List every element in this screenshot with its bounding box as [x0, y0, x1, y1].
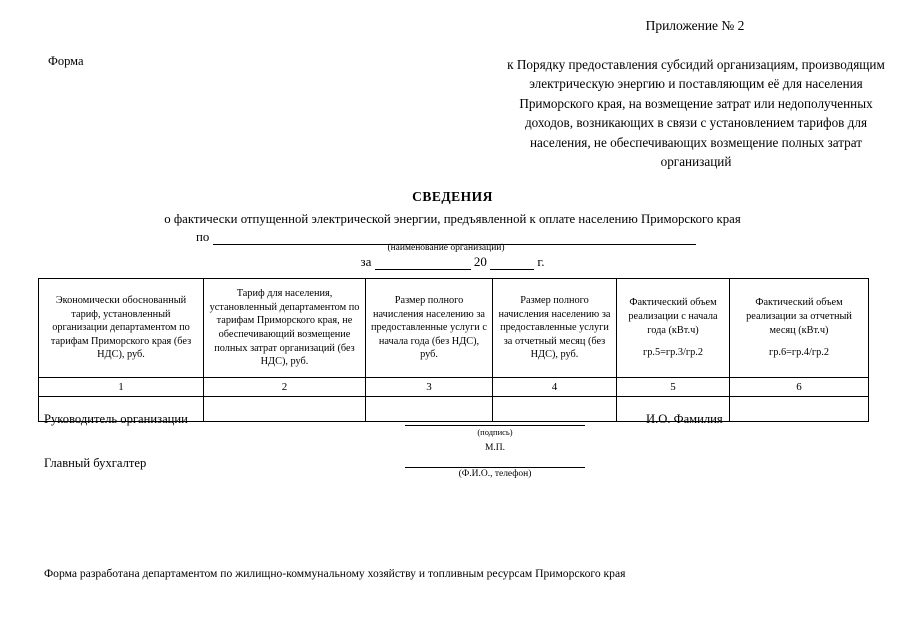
- page-title: СВЕДЕНИЯ: [412, 189, 493, 204]
- period-year-input[interactable]: [490, 256, 535, 270]
- column-number-2: 2: [203, 377, 366, 397]
- table-cell-5[interactable]: [616, 396, 730, 422]
- period-suffix: г.: [537, 254, 545, 269]
- form-label: Форма: [48, 54, 84, 68]
- table-header-cell-5: Фактический объем реализации с начала го…: [616, 278, 730, 378]
- table-header-cell-1: Экономически обоснованный тариф, установ…: [38, 278, 204, 378]
- signature-role-director: Руководитель организации: [44, 412, 188, 426]
- organization-line-caption: (наименование организации): [387, 243, 505, 253]
- column-number-5: 5: [616, 377, 730, 397]
- column-number-6: 6: [729, 377, 869, 397]
- table-header-text-3: Размер полного начисления населению за п…: [371, 295, 487, 361]
- table-header-cell-3: Размер полного начисления населению за п…: [365, 278, 493, 378]
- table-numbering-row: 1 2 3 4 5 6: [38, 377, 869, 397]
- table-header-text-4: Размер полного начисления населению за п…: [498, 295, 611, 361]
- period-month-input[interactable]: [374, 256, 471, 270]
- signature-name-placeholder: И.О. Фамилия: [646, 412, 723, 426]
- organization-name-input[interactable]: [213, 232, 696, 245]
- table-header-text-2: Тариф для населения, установленный депар…: [209, 288, 360, 368]
- column-number-1: 1: [38, 377, 204, 397]
- column-number-4: 4: [492, 377, 617, 397]
- table-header-formula-5: гр.5=гр.3/гр.2: [643, 347, 703, 359]
- footer-note: Форма разработана департаментом по жилищ…: [44, 567, 626, 580]
- period-prefix: за: [360, 254, 372, 269]
- appendix-reference-text: к Порядку предоставления субсидий органи…: [507, 57, 885, 170]
- table-row: [38, 396, 869, 422]
- table-cell-4[interactable]: [492, 396, 617, 422]
- signature-line-director[interactable]: [405, 425, 585, 426]
- table-cell-3[interactable]: [365, 396, 493, 422]
- table-cell-1[interactable]: [38, 396, 204, 422]
- indicators-table: Экономически обоснованный тариф, установ…: [38, 278, 869, 422]
- page-subtitle: о фактически отпущенной электрической эн…: [164, 212, 741, 226]
- table-cell-2[interactable]: [203, 396, 366, 422]
- signature-role-accountant: Главный бухгалтер: [44, 456, 147, 470]
- signature-caption-contact: (Ф.И.О., телефон): [458, 469, 532, 479]
- organization-name-line: по: [196, 230, 696, 245]
- table-header-cell-4: Размер полного начисления населению за п…: [492, 278, 617, 378]
- table-header-cell-6: Фактический объем реализации за отчетный…: [729, 278, 869, 378]
- table-header-text-1: Экономически обоснованный тариф, установ…: [50, 295, 192, 361]
- table-cell-6[interactable]: [729, 396, 869, 422]
- column-number-3: 3: [365, 377, 493, 397]
- stamp-mark: М.П.: [484, 443, 506, 453]
- signature-caption-signature: (подпись): [477, 427, 513, 437]
- period-year-prefix: 20: [473, 254, 487, 269]
- appendix-number: Приложение № 2: [645, 18, 745, 33]
- table-header-text-5: Фактический объем реализации с начала го…: [628, 297, 718, 336]
- signature-line-accountant[interactable]: [405, 467, 585, 468]
- table-header-row: Экономически обоснованный тариф, установ…: [38, 278, 869, 378]
- organization-line-prefix: по: [196, 230, 210, 244]
- table-header-text-6: Фактический объем реализации за отчетный…: [746, 297, 852, 336]
- reporting-period-line: за 20 г.: [0, 254, 905, 270]
- table-header-cell-2: Тариф для населения, установленный депар…: [203, 278, 366, 378]
- table-header-formula-6: гр.6=гр.4/гр.2: [769, 347, 829, 359]
